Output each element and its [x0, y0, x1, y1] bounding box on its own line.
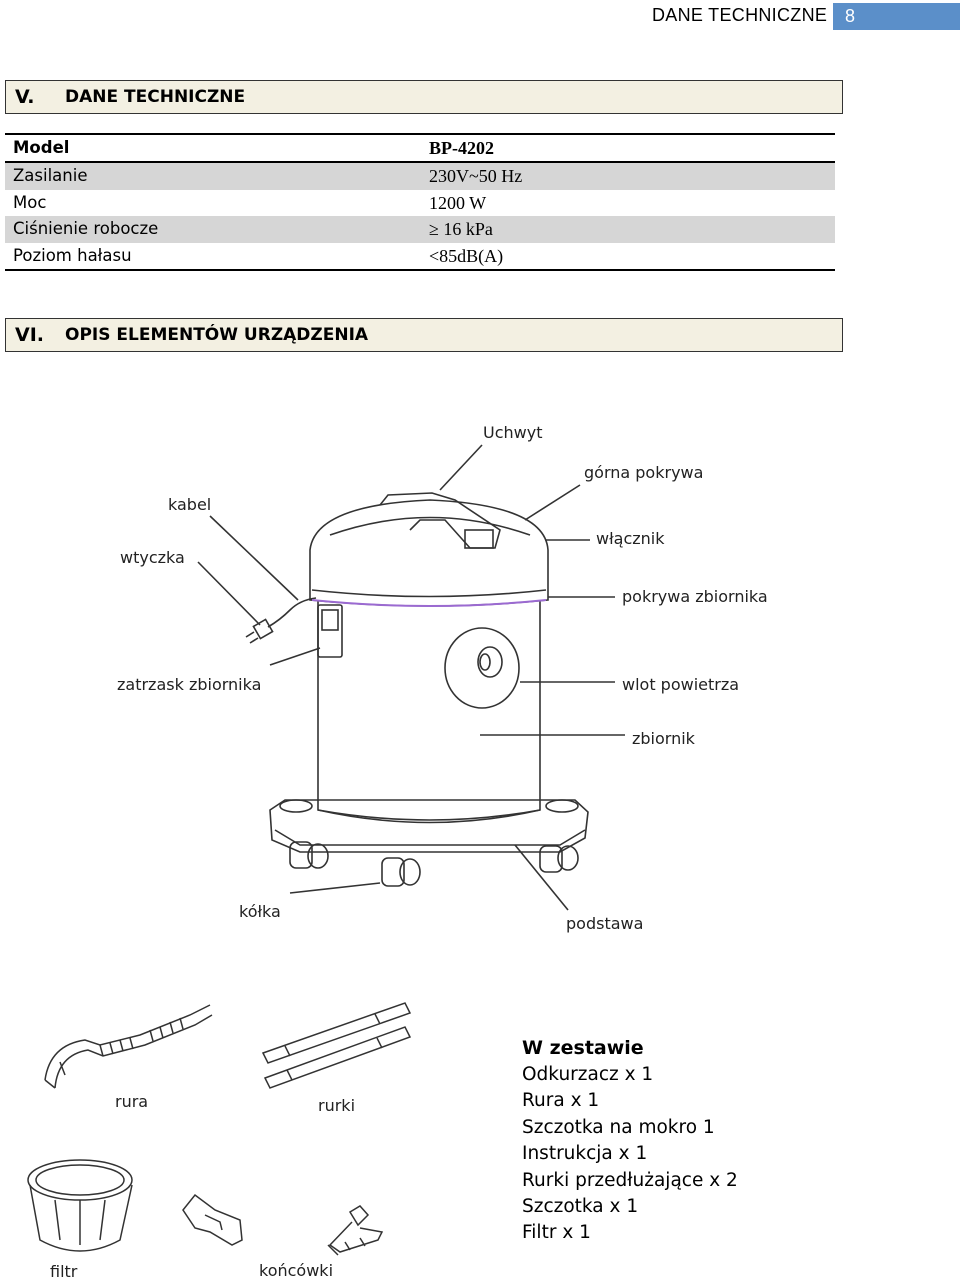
spec-label: Model — [13, 138, 70, 157]
kit-title: W zestawie — [522, 1037, 644, 1059]
accessories-drawing — [27, 1002, 412, 1256]
section-5-title: DANE TECHNICZNE — [65, 87, 246, 107]
vacuum-diagram — [197, 444, 625, 911]
label-wtyczka: wtyczka — [120, 548, 185, 567]
section-6-title: OPIS ELEMENTÓW URZĄDZENIA — [65, 325, 369, 345]
label-rurki: rurki — [318, 1096, 356, 1115]
label-koncowki: końcówki — [259, 1261, 334, 1280]
section-6-number: VI. — [15, 324, 44, 346]
page-number: 8 — [833, 3, 960, 30]
list-item: Szczotka x 1 — [522, 1195, 639, 1217]
label-wlot-powietrza: wlot powietrza — [622, 675, 740, 694]
section-5-heading: V. DANE TECHNICZNE — [5, 80, 843, 114]
spec-value: 230V~50 Hz — [429, 166, 523, 187]
label-wlacznik: włącznik — [596, 529, 665, 548]
spec-label: Poziom hałasu — [13, 245, 132, 265]
label-gorna-pokrywa: górna pokrywa — [584, 463, 704, 482]
spec-label: Moc — [13, 192, 47, 212]
spec-row: Model BP-4202 — [5, 135, 835, 161]
header-title: DANE TECHNICZNE — [652, 5, 828, 25]
label-pokrywa-zbiornika: pokrywa zbiornika — [622, 587, 768, 606]
label-rura: rura — [115, 1092, 149, 1111]
label-podstawa: podstawa — [566, 914, 644, 933]
spec-row: Poziom hałasu <85dB(A) — [5, 243, 835, 269]
spec-row: Moc 1200 W — [5, 190, 835, 216]
spec-value: <85dB(A) — [429, 245, 504, 266]
spec-label: Zasilanie — [13, 166, 88, 186]
kit-list: Odkurzacz x 1 Rura x 1 Szczotka na mokro… — [522, 1062, 738, 1247]
list-item: Instrukcja x 1 — [522, 1143, 648, 1165]
list-item: Rura x 1 — [522, 1090, 600, 1112]
section-6-heading: VI. OPIS ELEMENTÓW URZĄDZENIA — [5, 318, 843, 352]
label-uchwyt: Uchwyt — [483, 423, 543, 442]
list-item: Rurki przedłużające x 2 — [522, 1169, 738, 1191]
spec-value: 1200 W — [429, 192, 487, 213]
spec-row: Ciśnienie robocze ≥ 16 kPa — [5, 216, 835, 243]
spec-value: ≥ 16 kPa — [429, 219, 493, 240]
list-item: Odkurzacz x 1 — [522, 1064, 654, 1085]
label-zbiornik: zbiornik — [632, 729, 695, 748]
section-5-number: V. — [15, 86, 35, 108]
label-filtr: filtr — [50, 1262, 78, 1281]
list-item: Szczotka na mokro 1 — [522, 1116, 715, 1138]
list-item: Filtr x 1 — [522, 1222, 591, 1244]
spec-row: Zasilanie 230V~50 Hz — [5, 161, 835, 190]
spec-table: Model BP-4202 Zasilanie 230V~50 Hz Moc 1… — [5, 133, 835, 271]
label-kolka: kółka — [239, 902, 281, 921]
label-zatrzask-zbiornika: zatrzask zbiornika — [117, 675, 262, 694]
label-kabel: kabel — [168, 495, 212, 514]
spec-label: Ciśnienie robocze — [13, 219, 159, 239]
spec-value: BP-4202 — [429, 138, 494, 158]
